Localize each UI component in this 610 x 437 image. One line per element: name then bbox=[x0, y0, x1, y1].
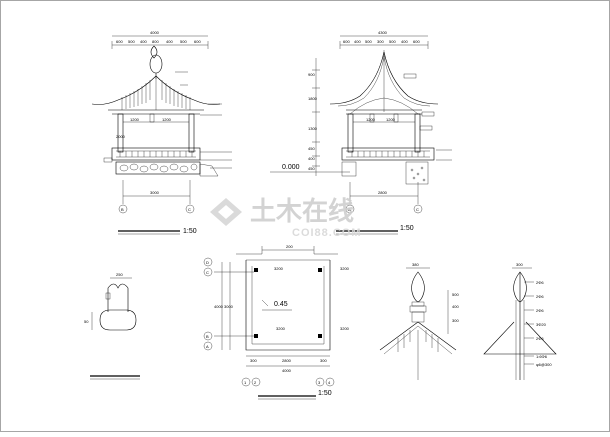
watermark-logo-icon bbox=[210, 198, 242, 226]
svg-text:2Φ6: 2Φ6 bbox=[536, 308, 544, 313]
svg-text:D: D bbox=[206, 260, 209, 265]
plan-center-level: 0.45 bbox=[274, 301, 288, 308]
svg-text:2Φ6: 2Φ6 bbox=[536, 280, 544, 285]
svg-text:600: 600 bbox=[343, 39, 350, 44]
svg-text:50: 50 bbox=[84, 319, 89, 324]
post-detail: 250 50 bbox=[84, 272, 140, 380]
svg-text:500: 500 bbox=[389, 39, 396, 44]
svg-text:500: 500 bbox=[365, 39, 372, 44]
svg-text:2800: 2800 bbox=[378, 190, 388, 195]
svg-text:300: 300 bbox=[452, 318, 459, 323]
svg-text:450: 450 bbox=[308, 146, 315, 151]
svg-text:4000: 4000 bbox=[282, 368, 292, 373]
svg-text:3200: 3200 bbox=[340, 326, 350, 331]
floor-plan: 200 3200 3200 3200 3200 0.45 4000 3000 D… bbox=[203, 244, 350, 400]
svg-text:1200: 1200 bbox=[386, 117, 396, 122]
front-elevation: 4000 600 500 400 800 400 500 600 bbox=[91, 30, 232, 235]
column-bl bbox=[254, 334, 258, 338]
svg-text:500: 500 bbox=[128, 39, 135, 44]
watermark-url: COI88.COM bbox=[292, 227, 362, 239]
svg-text:600: 600 bbox=[116, 39, 123, 44]
svg-text:1800: 1800 bbox=[308, 96, 318, 101]
watermark: 土木在线 COI88.COM bbox=[210, 196, 362, 239]
svg-text:300: 300 bbox=[377, 39, 384, 44]
svg-text:380: 380 bbox=[412, 262, 419, 267]
svg-text:4: 4 bbox=[328, 380, 331, 385]
svg-text:2Φ6: 2Φ6 bbox=[536, 294, 544, 299]
front-top-total: 4000 bbox=[150, 30, 160, 35]
side-scale: 1:50 bbox=[400, 225, 414, 232]
svg-text:4000: 4000 bbox=[214, 304, 224, 309]
svg-text:1300: 1300 bbox=[308, 126, 318, 131]
svg-text:3000: 3000 bbox=[150, 190, 160, 195]
finial-front-detail: 380 500 400 300 bbox=[379, 262, 459, 380]
svg-text:φ6@300: φ6@300 bbox=[536, 362, 552, 367]
svg-text:300: 300 bbox=[516, 262, 523, 267]
svg-text:900: 900 bbox=[308, 72, 315, 77]
svg-text:500: 500 bbox=[180, 39, 187, 44]
svg-text:400: 400 bbox=[452, 304, 459, 309]
column-br bbox=[318, 334, 322, 338]
svg-text:500: 500 bbox=[452, 292, 459, 297]
svg-text:3: 3 bbox=[318, 380, 321, 385]
svg-text:450: 450 bbox=[308, 166, 315, 171]
svg-text:1200: 1200 bbox=[162, 117, 172, 122]
svg-text:250: 250 bbox=[116, 272, 123, 277]
svg-text:400: 400 bbox=[140, 39, 147, 44]
column-tl bbox=[254, 268, 258, 272]
svg-text:200: 200 bbox=[286, 244, 293, 249]
svg-text:3000: 3000 bbox=[224, 304, 234, 309]
svg-text:1200: 1200 bbox=[366, 117, 376, 122]
svg-text:2000: 2000 bbox=[116, 134, 126, 139]
svg-text:B: B bbox=[206, 334, 209, 339]
svg-text:600: 600 bbox=[194, 39, 201, 44]
svg-text:400: 400 bbox=[354, 39, 361, 44]
level-mark: 0.000 bbox=[282, 164, 300, 171]
svg-text:B: B bbox=[348, 207, 351, 212]
svg-text:2800: 2800 bbox=[282, 358, 292, 363]
svg-text:400: 400 bbox=[166, 39, 173, 44]
svg-text:C: C bbox=[188, 207, 191, 212]
svg-text:2Φ6: 2Φ6 bbox=[536, 336, 544, 341]
svg-text:1: 1 bbox=[244, 380, 247, 385]
svg-text:2: 2 bbox=[254, 380, 257, 385]
svg-text:1:6Φ6: 1:6Φ6 bbox=[536, 354, 548, 359]
finial-section-detail: 300 2Φ6 2Φ6 2Φ6 3Φ20 2Φ6 1:6Φ6 φ6@300 bbox=[483, 262, 557, 380]
side-elevation: 4300 600 400 500 300 500 400 600 1200 12… bbox=[270, 30, 452, 235]
plan-scale: 1:50 bbox=[318, 390, 332, 397]
svg-text:3Φ20: 3Φ20 bbox=[536, 322, 547, 327]
svg-text:4300: 4300 bbox=[378, 30, 388, 35]
watermark-text: 土木在线 bbox=[250, 196, 354, 226]
svg-text:3200: 3200 bbox=[276, 326, 286, 331]
svg-text:300: 300 bbox=[250, 358, 257, 363]
column-tr bbox=[318, 268, 322, 272]
svg-text:3200: 3200 bbox=[340, 266, 350, 271]
svg-text:C: C bbox=[206, 270, 209, 275]
front-scale: 1:50 bbox=[183, 228, 197, 235]
svg-text:400: 400 bbox=[401, 39, 408, 44]
svg-text:C: C bbox=[416, 207, 419, 212]
svg-text:400: 400 bbox=[308, 156, 315, 161]
svg-text:1200: 1200 bbox=[130, 117, 140, 122]
svg-text:600: 600 bbox=[413, 39, 420, 44]
svg-text:A: A bbox=[206, 344, 209, 349]
svg-text:300: 300 bbox=[320, 358, 327, 363]
svg-text:3200: 3200 bbox=[274, 266, 284, 271]
svg-text:800: 800 bbox=[152, 39, 159, 44]
svg-text:B: B bbox=[121, 207, 124, 212]
